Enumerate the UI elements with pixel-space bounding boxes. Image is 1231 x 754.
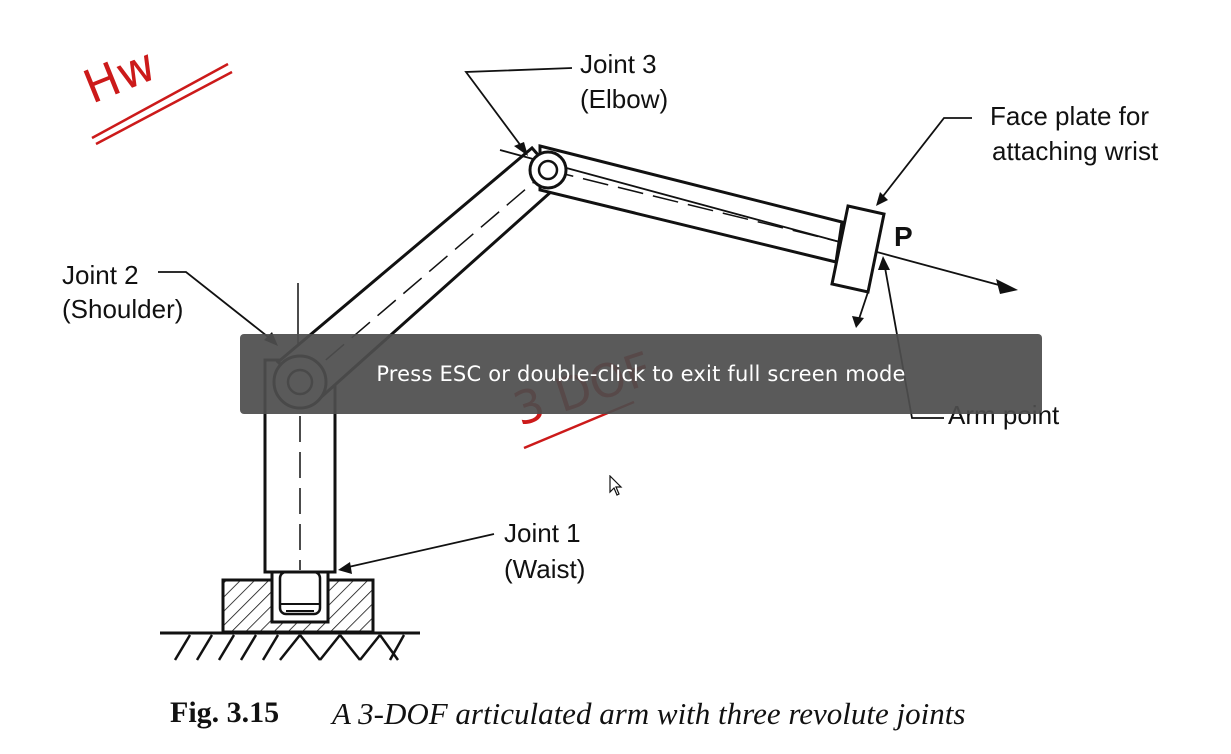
fullscreen-notification-text: Press ESC or double-click to exit full s… — [376, 362, 906, 386]
handwritten-hw: Hw — [76, 37, 233, 146]
leader-lines — [158, 67, 972, 569]
forearm-axis-arrow — [499, 149, 1018, 294]
joint3-sublabel: (Elbow) — [580, 84, 668, 114]
figure-caption: A 3-DOF articulated arm with three revol… — [330, 696, 965, 731]
joint2-sublabel: (Shoulder) — [62, 294, 183, 324]
figure-number: Fig. 3.15 — [170, 696, 279, 729]
elbow-joint — [528, 150, 568, 190]
base-block — [221, 570, 375, 634]
ground — [160, 631, 420, 661]
joint2-label: Joint 2 — [62, 260, 139, 290]
forearm-link — [538, 144, 844, 264]
face-plate — [830, 204, 886, 294]
svg-text:Hw: Hw — [76, 37, 163, 114]
faceplate-sublabel: attaching wrist — [992, 136, 1159, 166]
faceplate-label: Face plate for — [990, 101, 1149, 131]
joint1-label: Joint 1 — [504, 518, 581, 548]
fullscreen-notification: Press ESC or double-click to exit full s… — [240, 334, 1042, 414]
mouse-cursor-icon — [609, 475, 623, 496]
joint3-label: Joint 3 — [580, 49, 657, 79]
point-p-label: P — [894, 221, 913, 252]
joint1-sublabel: (Waist) — [504, 554, 585, 584]
